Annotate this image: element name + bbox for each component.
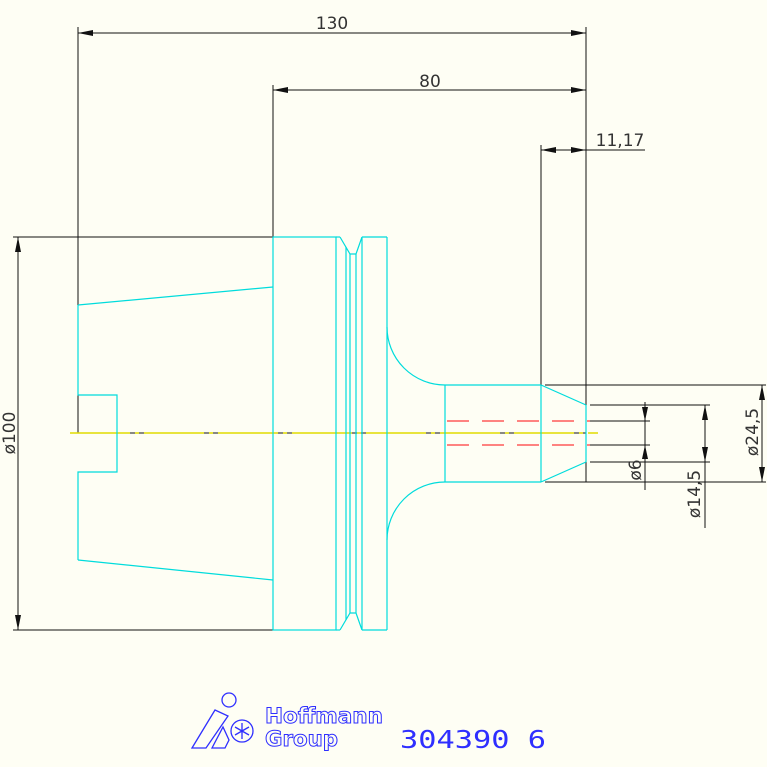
logo-head-shape (221, 692, 237, 708)
arrowhead (541, 147, 556, 153)
logo-text-line2: Group (265, 727, 338, 751)
arrowhead (642, 407, 648, 421)
logo-gear-shape (230, 719, 254, 743)
taper-end-with-notch (77, 305, 118, 560)
dimension-label-11-17: 11,17 (596, 131, 645, 151)
logo-star-shape (234, 723, 250, 739)
title-block: Hoffmann Group 304390 6 (190, 692, 546, 754)
logo-figure-shape (210, 725, 230, 749)
dimension-diameter-6: ø6 (590, 402, 650, 490)
part-number: 304390 6 (400, 725, 546, 754)
dimension-label-diameter-6: ø6 (626, 459, 646, 480)
dimension-label-diameter-100: ø100 (0, 412, 20, 455)
dimension-diameter-14-5: ø14,5 (590, 404, 710, 528)
taper-top-edge (77, 286, 274, 306)
arrowhead (759, 385, 765, 400)
dimension-diameter-24-5: ø24,5 (545, 384, 766, 483)
chamfer-bottom (540, 461, 587, 483)
dimension-11-17: 11,17 (540, 131, 645, 385)
v-groove-top (339, 236, 363, 255)
part-outline (77, 236, 587, 631)
fillet-top (386, 326, 446, 386)
logo-text-line1: Hoffmann (265, 704, 383, 728)
arrowhead (15, 615, 21, 630)
dimension-diameter-100: ø100 (0, 236, 273, 631)
flange (272, 236, 337, 631)
hidden-bore-lines (447, 420, 590, 446)
arrowhead (15, 237, 21, 252)
hoffmann-group-logo-icon (190, 692, 254, 749)
dimension-label-diameter-14-5: ø14,5 (685, 470, 705, 518)
arrowhead (571, 30, 586, 36)
arrowhead (759, 467, 765, 482)
taper-bottom-edge (77, 559, 274, 581)
chamfer-top (540, 384, 587, 406)
arrowhead (571, 147, 586, 153)
arrowhead (78, 30, 93, 36)
dimension-label-diameter-24-5: ø24,5 (743, 408, 763, 456)
v-groove-bottom (339, 612, 363, 631)
arrowhead (571, 87, 586, 93)
dimension-80: 80 (272, 72, 586, 237)
arrowhead (642, 445, 648, 459)
arrowhead (273, 87, 288, 93)
arrowhead (702, 405, 708, 420)
dimension-label-80: 80 (419, 72, 441, 92)
arrowhead (702, 447, 708, 462)
logo-figure-shape (190, 709, 229, 749)
fillet-bottom (386, 481, 446, 541)
dimension-label-130: 130 (316, 14, 348, 34)
